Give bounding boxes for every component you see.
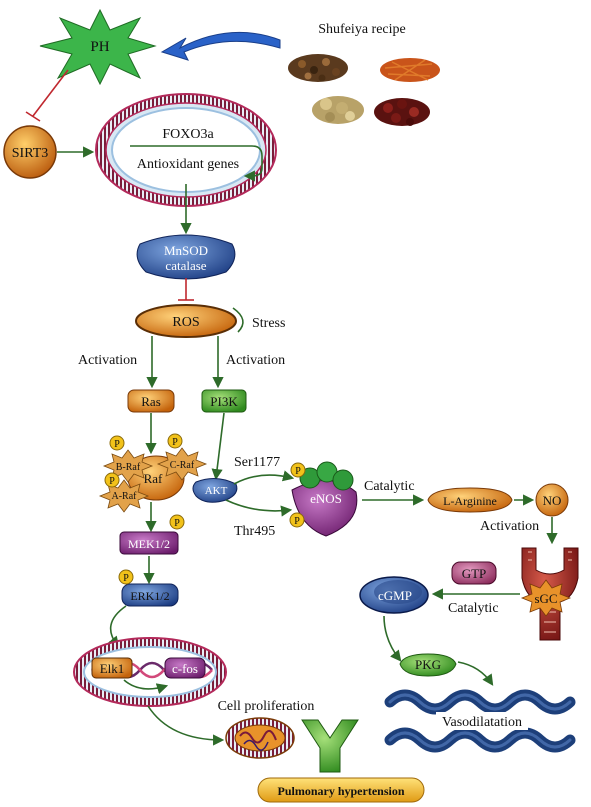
cgmp-label: cGMP — [378, 588, 412, 603]
no-label: NO — [543, 493, 562, 508]
herb-pale-slices — [312, 96, 364, 124]
enos-label: eNOS — [310, 491, 342, 506]
stress-label: Stress — [252, 316, 285, 331]
foxo3a-arrow — [130, 145, 263, 182]
phospho-b-raf: P — [109, 435, 125, 451]
sgc-label: sGC — [534, 591, 557, 606]
thr495-label: Thr495 — [234, 524, 275, 539]
ph-receptor — [301, 719, 359, 773]
akt-label: AKT — [205, 485, 228, 497]
activation-no-label: Activation — [480, 519, 539, 534]
pkg-to-vaso-arrow — [457, 661, 494, 686]
sirt3-label: SIRT3 — [12, 146, 49, 161]
phospho-mek: P — [169, 514, 185, 530]
pi3k-label: PI3K — [210, 394, 238, 409]
phospho-thr495-label: P — [294, 516, 300, 527]
herb-red-berries — [374, 98, 430, 126]
pkg-node: PKG — [399, 653, 457, 677]
ros-label: ROS — [172, 315, 199, 330]
phospho-erk: P — [118, 569, 134, 585]
herb-red-threads — [380, 58, 440, 82]
shufeiya-to-ph-arrow — [160, 31, 281, 61]
akt-to-enos-ser-arrow — [233, 470, 295, 485]
activation-right-label: Activation — [226, 353, 285, 368]
catalytic-top-label: Catalytic — [364, 479, 415, 494]
enos-node: eNOS — [291, 461, 358, 537]
l-arginine-node: L-Arginine — [427, 487, 513, 513]
vasodilatation-helix — [384, 689, 576, 753]
l-arginine-label: L-Arginine — [443, 494, 497, 508]
cgmp-node: cGMP — [359, 576, 429, 614]
elk1-node: Elk1 — [91, 657, 133, 679]
ph-inhibit-sirt3 — [32, 69, 69, 117]
nucleus-to-cell-arrow — [147, 705, 225, 746]
phospho-erk-label: P — [123, 573, 129, 584]
phospho-mek-label: P — [174, 518, 180, 529]
elk1-label: Elk1 — [100, 661, 125, 676]
lower-nucleus: Elk1 c-fos — [73, 637, 227, 707]
catalytic-bottom-label: Catalytic — [448, 601, 499, 616]
stress-curve — [232, 307, 244, 333]
pi3k-node: PI3K — [201, 389, 247, 413]
phospho-b-raf-label: P — [114, 439, 120, 450]
akt-node: AKT — [192, 478, 238, 503]
erk-node: ERK1/2 — [121, 583, 179, 607]
mek-node: MEK1/2 — [119, 531, 179, 555]
pi3k-to-akt-arrow — [211, 412, 225, 481]
c-raf-burst: C-Raf — [156, 447, 208, 481]
c-raf-label: C-Raf — [170, 460, 195, 471]
gtp-node: GTP — [451, 561, 497, 585]
gtp-label: GTP — [462, 566, 487, 581]
catalase-label: catalase — [165, 258, 206, 273]
elk1-to-cfos-arrow — [123, 679, 169, 694]
ph-burst: PH — [39, 8, 157, 86]
shufeiya-title: Shufeiya recipe — [318, 22, 405, 37]
ph-inhibit-bar — [25, 111, 41, 122]
mek-label: MEK1/2 — [128, 537, 170, 551]
akt-to-enos-thr-arrow — [225, 499, 293, 517]
ph-label: PH — [90, 39, 109, 55]
phospho-ser1177: P — [290, 462, 306, 478]
phospho-thr495: P — [289, 512, 305, 528]
dividing-cell — [225, 717, 295, 759]
antioxidant-genes-label: Antioxidant genes — [137, 157, 239, 172]
herb-dark-grains — [288, 54, 348, 82]
phospho-a-raf-label: P — [109, 476, 115, 487]
mnsod-label: MnSOD — [164, 243, 208, 258]
sgc-receptor: sGC — [520, 547, 579, 641]
no-node: NO — [535, 483, 569, 517]
raf-label: Raf — [144, 471, 163, 486]
sgc-star: sGC — [520, 579, 572, 617]
ser1177-label: Ser1177 — [234, 455, 280, 470]
foxo3a-label: FOXO3a — [162, 127, 214, 142]
nucleus: FOXO3a Antioxidant genes — [95, 93, 277, 207]
ros-node: ROS — [135, 304, 237, 338]
mnsod-catalase-node: MnSOD catalase — [136, 234, 236, 280]
sirt3-node: SIRT3 — [3, 125, 57, 179]
phospho-ser1177-label: P — [295, 466, 301, 477]
cfos-node: c-fos — [164, 657, 206, 679]
cell-proliferation-label: Cell proliferation — [218, 699, 315, 714]
ras-node: Ras — [127, 389, 175, 413]
raf-cluster: Raf B-Raf C-Raf A-Raf P P P — [98, 433, 208, 513]
vasodilatation-label: Vasodilatation — [442, 715, 522, 730]
pulmonary-hypertension-label: Pulmonary hypertension — [277, 784, 404, 798]
herb-images — [288, 54, 440, 126]
cgmp-to-pkg-arrow — [383, 615, 402, 662]
a-raf-burst: A-Raf — [98, 479, 150, 513]
b-raf-label: B-Raf — [116, 462, 141, 473]
phospho-c-raf-label: P — [172, 437, 178, 448]
a-raf-label: A-Raf — [112, 491, 138, 502]
ras-label: Ras — [141, 394, 161, 409]
phospho-c-raf: P — [167, 433, 183, 449]
erk-label: ERK1/2 — [130, 589, 169, 603]
vasodilatation-label-bg — [436, 712, 528, 730]
pulmonary-hypertension-box: Pulmonary hypertension — [257, 777, 425, 803]
pkg-label: PKG — [415, 657, 441, 672]
activation-left-label: Activation — [78, 353, 137, 368]
cfos-label: c-fos — [172, 661, 198, 676]
phospho-a-raf: P — [104, 472, 120, 488]
